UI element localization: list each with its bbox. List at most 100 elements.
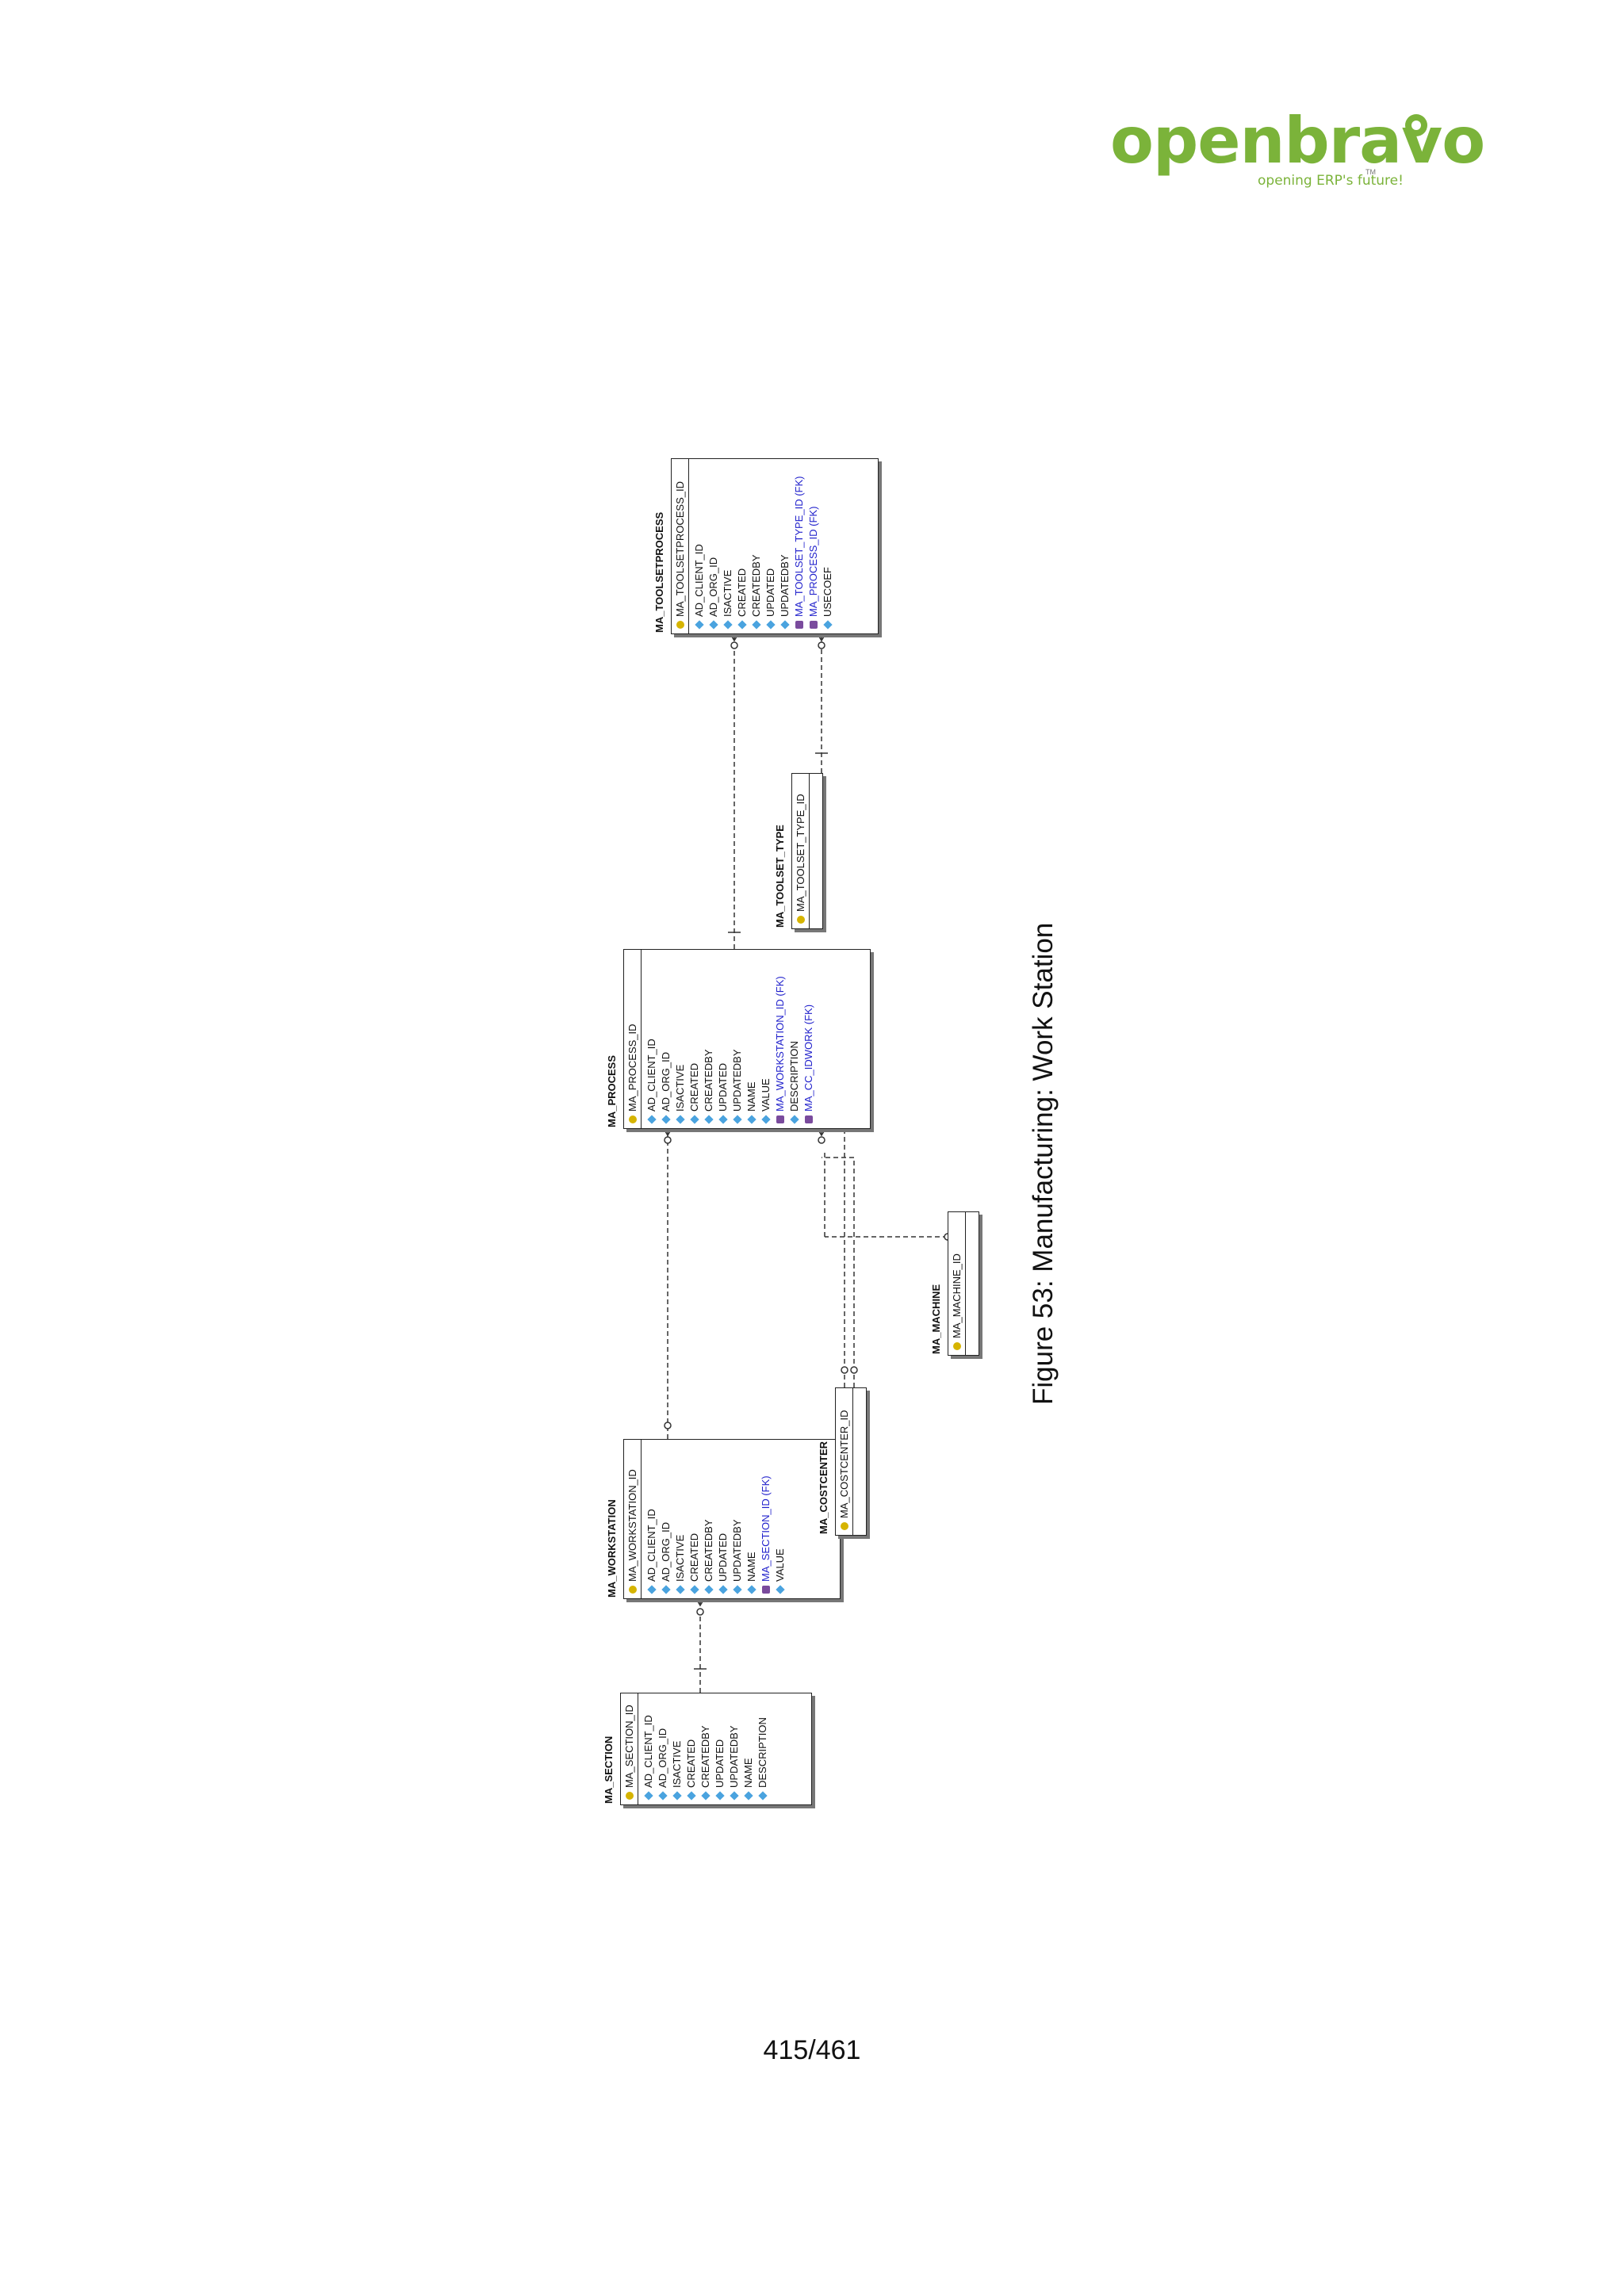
column-row: CREATED — [688, 955, 702, 1124]
column-name: MA_CC_IDWORK (FK) — [802, 1004, 814, 1112]
table-name-toolsetprocess: MA_TOOLSETPROCESS — [653, 511, 665, 633]
rel-optional-marker — [730, 641, 738, 649]
column-icon — [737, 620, 747, 629]
column-name: VALUE — [774, 1548, 786, 1582]
primary-key-toolset_type: MA_TOOLSET_TYPE_ID — [792, 774, 810, 928]
column-icon — [733, 1585, 742, 1594]
table-name-workstation: MA_WORKSTATION — [606, 1499, 618, 1598]
column-row: UPDATEDBY — [727, 1698, 741, 1800]
primary-key-icon — [629, 1115, 637, 1123]
column-name: AD_ORG_ID — [657, 1728, 668, 1788]
primary-key-label: MA_MACHINE_ID — [951, 1253, 963, 1338]
column-row: CREATEDBY — [699, 1698, 713, 1800]
column-icon — [766, 620, 776, 629]
primary-key-label: MA_PROCESS_ID — [626, 1024, 638, 1112]
column-name: NAME — [745, 1552, 757, 1582]
foreign-key-icon — [776, 1115, 784, 1123]
page-number: 415/461 — [763, 2035, 861, 2065]
logo-badge-icon — [1405, 114, 1427, 136]
column-row: AD_CLIENT_ID — [645, 955, 659, 1124]
column-row: MA_CC_IDWORK (FK) — [802, 955, 816, 1123]
column-row: NAME — [741, 1698, 756, 1800]
column-icon — [687, 1791, 696, 1800]
column-icon — [752, 620, 761, 629]
rel-optional-marker — [850, 1366, 858, 1374]
primary-key-icon — [629, 1586, 637, 1594]
column-icon — [776, 1585, 785, 1594]
column-name: ISACTIVE — [671, 1740, 683, 1788]
rel-optional-marker — [664, 1422, 672, 1429]
foreign-key-icon — [805, 1115, 813, 1123]
logo-wordmark: openbravo — [1110, 104, 1485, 178]
column-name: AD_ORG_ID — [707, 557, 719, 617]
primary-key-icon — [797, 916, 805, 924]
column-row: AD_ORG_ID — [659, 1445, 673, 1594]
column-icon — [647, 1585, 657, 1594]
column-row: CREATED — [688, 1445, 702, 1594]
column-icon — [644, 1791, 653, 1800]
column-name: CREATED — [688, 1533, 700, 1582]
primary-key-process: MA_PROCESS_ID — [624, 950, 642, 1128]
column-name: CREATED — [736, 568, 748, 617]
foreign-key-icon — [762, 1586, 770, 1594]
column-icon — [709, 620, 718, 629]
primary-key-icon — [676, 621, 684, 629]
column-name: CREATEDBY — [703, 1049, 714, 1112]
column-icon — [718, 1585, 728, 1594]
column-row: VALUE — [759, 955, 773, 1124]
primary-key-label: MA_TOOLSET_TYPE_ID — [795, 794, 806, 912]
column-row: NAME — [745, 955, 759, 1124]
column-row: USECOEF — [821, 464, 835, 629]
column-name: CREATED — [685, 1739, 697, 1788]
column-name: UPDATEDBY — [779, 554, 791, 618]
rel-optional-marker — [664, 1136, 672, 1144]
column-icon — [695, 620, 704, 629]
column-icon — [701, 1791, 710, 1800]
column-name: CREATED — [688, 1062, 700, 1112]
primary-key-section: MA_SECTION_ID — [621, 1693, 638, 1804]
column-row: UPDATED — [716, 1445, 730, 1594]
column-icon — [690, 1585, 699, 1594]
table-name-costcenter: MA_COSTCENTER — [818, 1441, 829, 1534]
column-name: AD_CLIENT_ID — [645, 1509, 657, 1582]
column-icon — [790, 1115, 799, 1124]
column-icon — [704, 1115, 714, 1124]
primary-key-costcenter: MA_COSTCENTER_ID — [836, 1388, 853, 1535]
column-icon — [823, 620, 833, 629]
column-icon — [658, 1791, 668, 1800]
column-row: AD_ORG_ID — [656, 1698, 670, 1800]
column-icon — [758, 1791, 768, 1800]
column-icon — [718, 1115, 728, 1124]
column-icon — [672, 1791, 682, 1800]
primary-key-label: MA_SECTION_ID — [623, 1705, 635, 1788]
column-name: UPDATEDBY — [731, 1519, 743, 1582]
column-name: CREATEDBY — [699, 1725, 711, 1789]
column-icon — [747, 1115, 756, 1124]
column-icon — [661, 1115, 671, 1124]
column-icon — [676, 1115, 685, 1124]
column-row: MA_TOOLSET_TYPE_ID (FK) — [792, 464, 806, 629]
column-row: ISACTIVE — [673, 1445, 688, 1594]
rel-optional-marker — [696, 1608, 704, 1616]
column-name: DESCRIPTION — [756, 1717, 768, 1788]
rel-optional-marker — [818, 1136, 825, 1144]
logo-tagline: opening ERP's future! — [1258, 173, 1404, 189]
column-icon — [704, 1585, 714, 1594]
column-row: VALUE — [773, 1445, 787, 1594]
column-name: NAME — [745, 1081, 757, 1112]
table-costcenter: MA_COSTCENTER_ID — [835, 1387, 867, 1536]
column-row: AD_CLIENT_ID — [645, 1445, 659, 1594]
column-row: ISACTIVE — [670, 1698, 684, 1800]
primary-key-label: MA_WORKSTATION_ID — [626, 1469, 638, 1582]
primary-key-icon — [626, 1792, 634, 1800]
column-row: UPDATED — [713, 1698, 727, 1800]
column-name: CREATEDBY — [750, 554, 762, 618]
column-row: CREATED — [735, 464, 749, 629]
column-row: AD_ORG_ID — [659, 955, 673, 1124]
column-name: CREATEDBY — [703, 1519, 714, 1582]
logo-trademark: TM — [1365, 168, 1376, 176]
column-name: UPDATEDBY — [731, 1049, 743, 1112]
rel-optional-marker — [841, 1366, 848, 1374]
column-row: UPDATED — [764, 464, 778, 629]
